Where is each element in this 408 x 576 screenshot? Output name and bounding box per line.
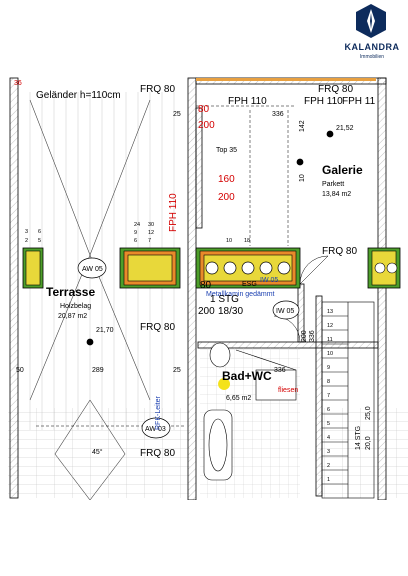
svg-text:3: 3: [25, 229, 28, 235]
room-area-galerie: 13,84 m2: [322, 191, 351, 198]
room-floor-terrasse: Holzbelag: [60, 303, 91, 310]
green-block-left: [22, 247, 44, 289]
svg-text:11: 11: [327, 337, 333, 343]
green-block-middle: [119, 247, 181, 289]
svg-text:7: 7: [148, 238, 151, 244]
svg-text:5: 5: [327, 421, 330, 427]
top-label: Top 35: [216, 147, 237, 154]
dim-289: 289: [92, 367, 104, 374]
room-name-bad: Bad+WC: [222, 369, 272, 383]
stair-depth-label: 25,0: [365, 406, 372, 420]
dim-1-stg: 1 STG: [210, 294, 239, 305]
wall-tags: [77, 257, 300, 439]
metal-chimney-note: Metallkamin gedämmt: [206, 291, 275, 298]
svg-text:12: 12: [327, 323, 333, 329]
svg-text:13: 13: [327, 309, 333, 315]
dim-25-top: 25: [173, 111, 181, 118]
frq-label-5: FRQ 80: [318, 84, 353, 95]
esg-note: ESG: [242, 281, 257, 288]
svg-text:8: 8: [327, 379, 330, 385]
svg-text:2: 2: [327, 463, 330, 469]
brand-name: KALANDRA: [344, 42, 400, 52]
dim-50: 50: [16, 367, 24, 374]
iw-tag-2: IW 05: [276, 308, 294, 315]
chimney-block: [195, 247, 301, 289]
brand-logo: KALANDRA Immobilien: [338, 4, 406, 66]
svg-text:2: 2: [25, 238, 28, 244]
svg-text:30: 30: [148, 222, 154, 228]
stair-width-label: 20,0: [365, 436, 372, 450]
fliesen-note: fliesen: [278, 387, 298, 394]
stair-count-label: 14 STG: [355, 426, 362, 450]
svg-text:1: 1: [327, 477, 330, 483]
rfk-note: RFK-Leiter: [155, 395, 162, 430]
bathroom: [200, 342, 300, 498]
frq-label-2: FRQ 80: [322, 246, 357, 257]
dim-200-red: 200: [198, 120, 215, 131]
roof-grid-right: [318, 408, 408, 498]
spot-height-markers: [86, 130, 334, 346]
room-area-bad: 6,65 m2: [226, 395, 251, 402]
frq-label-1: FRQ 80: [140, 84, 175, 95]
dim-336-b: 336: [274, 367, 286, 374]
staircase: [321, 301, 375, 499]
svg-text:10: 10: [327, 351, 333, 357]
svg-text:6: 6: [327, 407, 330, 413]
spot-height-terrace: 21,70: [96, 327, 114, 334]
kalandra-logo-icon: [356, 4, 386, 38]
fph-label-vertical: FPH 110: [168, 193, 179, 232]
svg-text:24: 24: [134, 222, 140, 228]
svg-text:9: 9: [327, 365, 330, 371]
spot-height-galerie: 21,52: [336, 125, 354, 132]
green-block-right: [367, 247, 401, 289]
floor-plan: 13 12 11 10 9 8 7 6 5 4 3 2 1 14 STG 20,…: [8, 77, 408, 500]
dim-angle-45: 45°: [92, 448, 103, 456]
dim-80-red: 80: [198, 104, 210, 115]
dim-80-b: 80: [200, 280, 212, 291]
dim-200-red-2: 200: [218, 192, 235, 203]
dim-18-30: 18/30: [218, 306, 243, 317]
dim-160-red: 160: [218, 174, 235, 185]
fph-label-1: FPH 110: [228, 96, 267, 107]
svg-text:9: 9: [134, 230, 137, 236]
aw-tag-2: AW 03: [145, 426, 166, 433]
brand-sub: Immobilien: [359, 54, 385, 60]
dim-336-c: 336: [309, 330, 316, 342]
beam-numbers: 2 5 3 6 6 7 9 12 24 30 10 18: [25, 222, 250, 244]
room-name-galerie: Galerie: [322, 163, 363, 177]
frq-label-4: FRQ 80: [140, 448, 175, 459]
aw-tag-1: AW 05: [82, 266, 103, 273]
dim-25-b: 25: [173, 367, 181, 374]
svg-text:3: 3: [327, 449, 330, 455]
room-name-terrasse: Terrasse: [46, 285, 95, 299]
fph-label-3: FPH 11: [342, 96, 376, 107]
room-floor-galerie: Parkett: [322, 181, 344, 188]
railing-note: Geländer h=110cm: [36, 90, 121, 101]
dim-200-c: 200: [198, 306, 215, 317]
corner-number: 36: [14, 80, 22, 87]
stair-numbers: 13 12 11 10 9 8 7 6 5 4 3 2 1: [327, 309, 333, 483]
svg-text:7: 7: [327, 393, 330, 399]
svg-text:18: 18: [244, 238, 250, 244]
orange-wall-top: [196, 78, 376, 81]
svg-text:10: 10: [226, 238, 232, 244]
svg-text:4: 4: [327, 435, 330, 441]
svg-text:12: 12: [148, 230, 154, 236]
dim-142: 142: [299, 120, 306, 132]
dim-10: 10: [299, 174, 306, 182]
svg-text:5: 5: [38, 238, 41, 244]
bath-yellow-marker: [218, 378, 231, 390]
dim-200-d: 200: [301, 330, 308, 342]
fph-label-2: FPH 110: [304, 96, 343, 107]
svg-text:6: 6: [134, 238, 137, 244]
svg-text:6: 6: [38, 229, 41, 235]
iw-tag-1: IW 05: [260, 277, 278, 284]
dim-336-top: 336: [272, 111, 284, 118]
frq-label-3: FRQ 80: [140, 322, 175, 333]
room-area-terrasse: 20,87 m2: [58, 313, 87, 320]
